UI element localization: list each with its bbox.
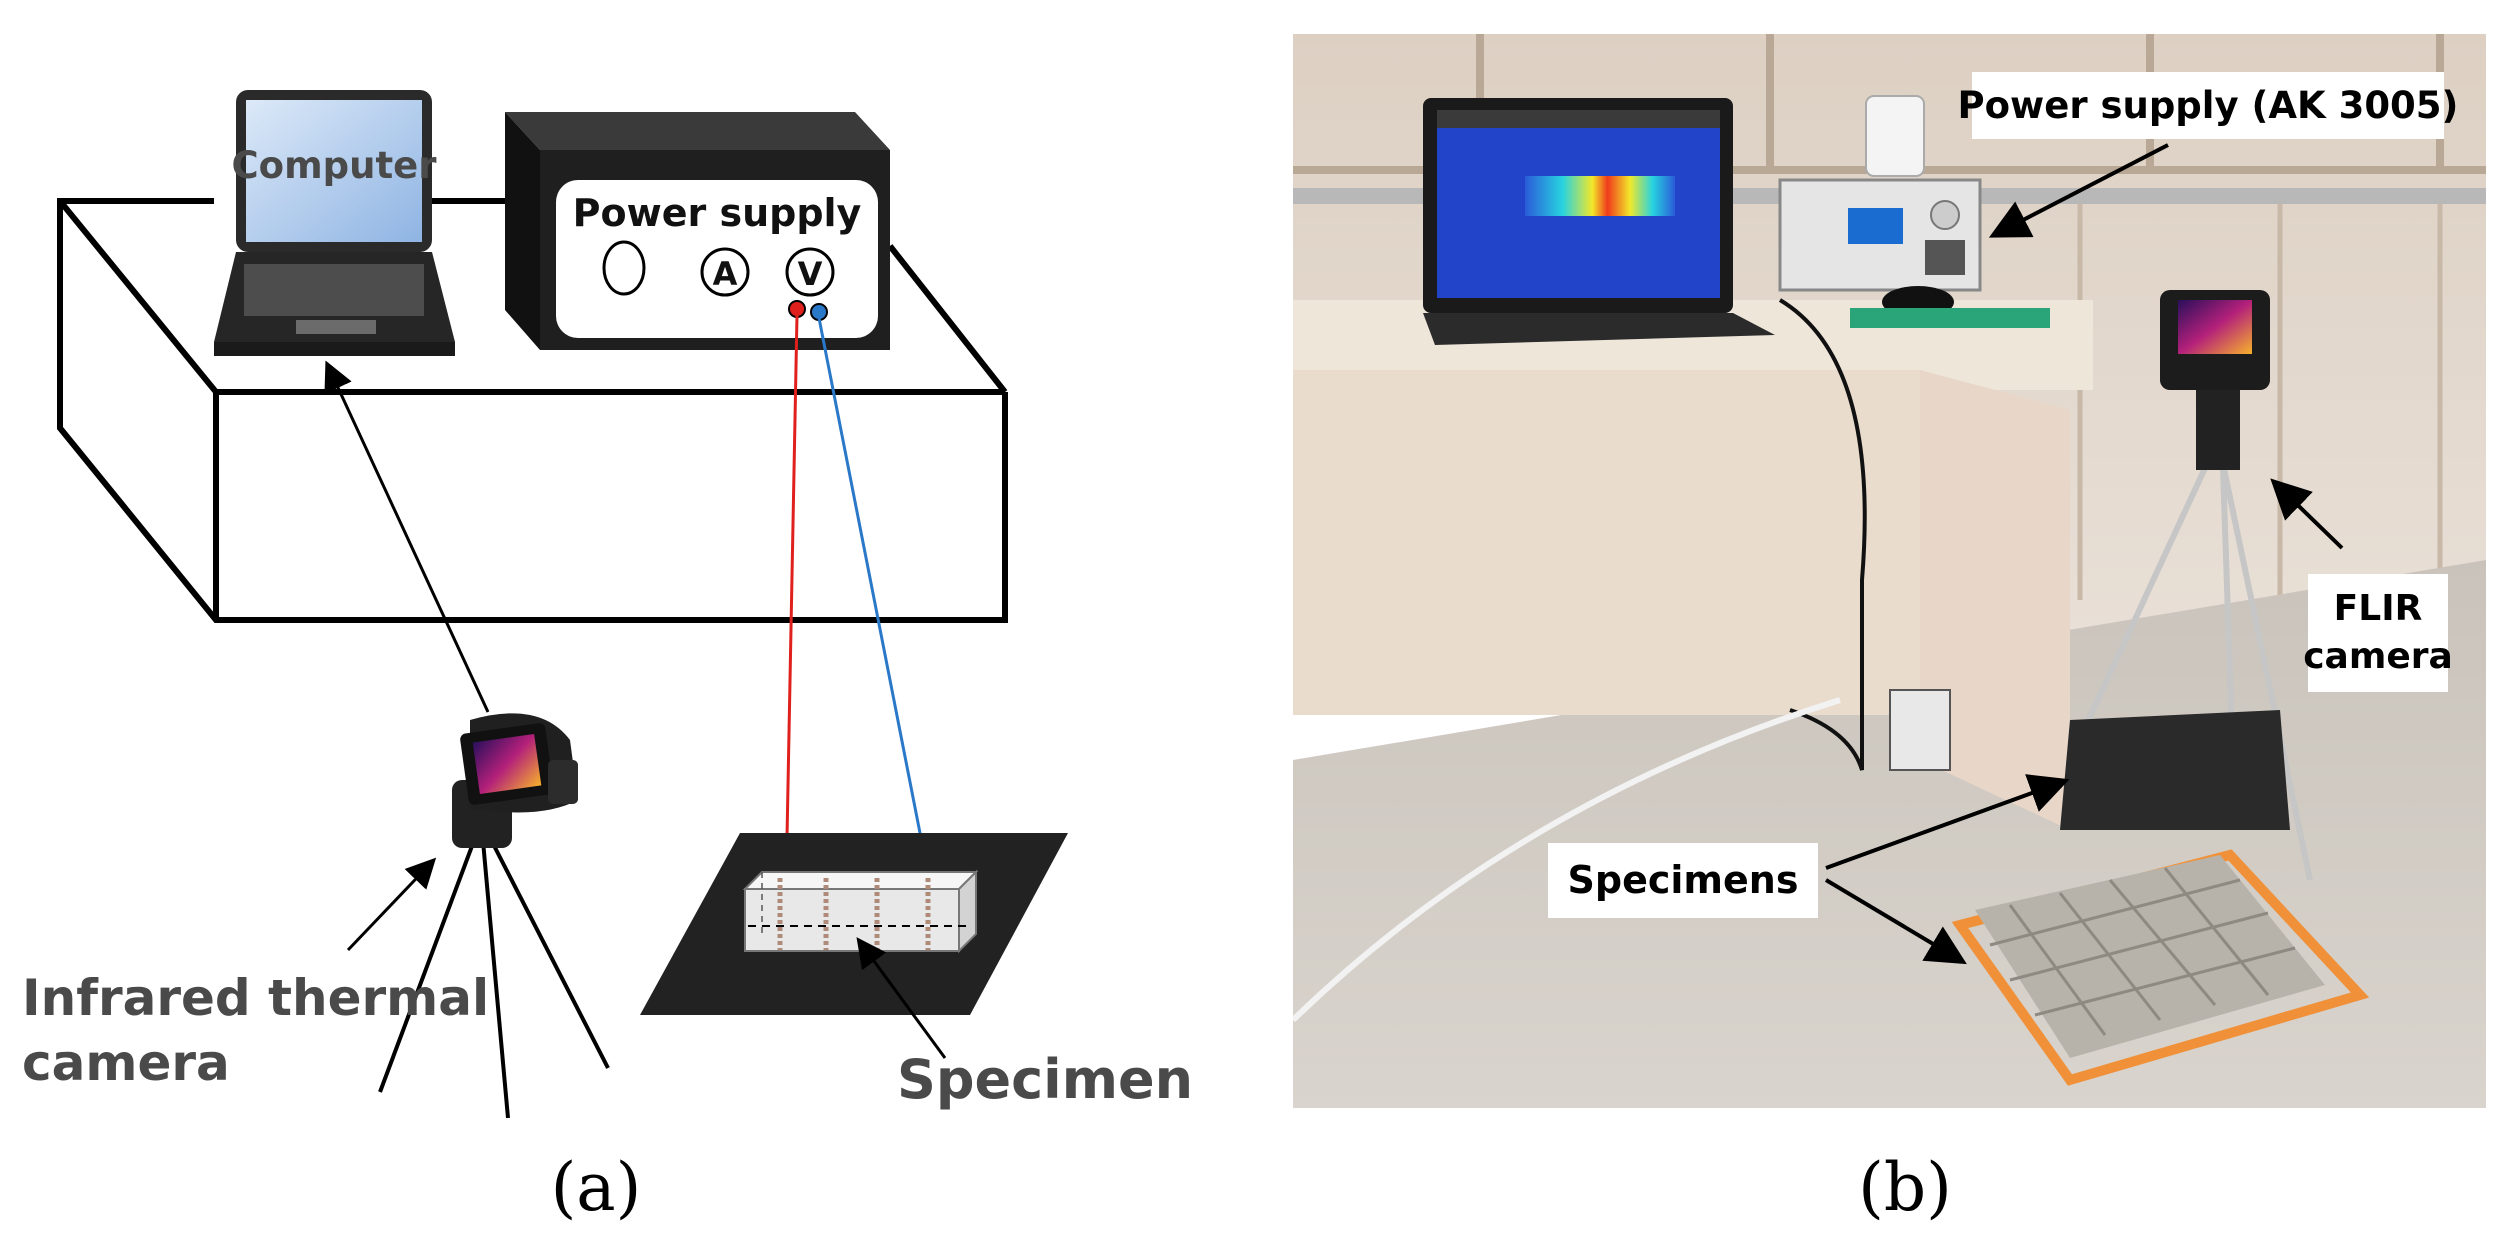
cable xyxy=(1778,298,1867,771)
red-terminal xyxy=(788,300,806,318)
cabinet-doors xyxy=(2077,204,2443,600)
flir-callout: FLIR camera xyxy=(2270,478,2453,692)
specimens-photo xyxy=(1951,849,2370,1086)
voltmeter-dial xyxy=(785,247,835,297)
camera-label-line1: Infrared thermal xyxy=(22,969,489,1027)
ammeter-label: A xyxy=(713,255,738,293)
power-supply-label: Power supply xyxy=(573,191,862,235)
voltmeter-label: V xyxy=(798,255,823,293)
blue-wire xyxy=(817,317,932,885)
red-wire xyxy=(784,314,799,891)
specimen-assembly xyxy=(640,833,1068,1015)
power-supply-callout: Power supply (AK 3005) xyxy=(1958,72,2459,238)
flir-label-line2: camera xyxy=(2303,636,2453,677)
panel-b-photo: Power supply (AK 3005) FLIR camera Speci… xyxy=(1293,34,2486,1226)
power-supply-photo-label: Power supply (AK 3005) xyxy=(1958,84,2459,127)
blue-terminal xyxy=(810,303,828,321)
camera-label-line2: camera xyxy=(22,1034,230,1092)
specimen-label: Specimen xyxy=(897,1048,1193,1111)
flir-label-line1: FLIR xyxy=(2334,588,2423,629)
computer-laptop: Computer xyxy=(214,90,455,356)
laptop-photo xyxy=(1423,98,1775,345)
specimens-callout: Specimens xyxy=(1548,774,2070,965)
panel-a-schematic: Computer Power supply A V xyxy=(22,90,1193,1226)
power-supply-unit xyxy=(1778,178,2050,328)
specimens-photo-label: Specimens xyxy=(1568,858,1799,902)
panel-a-caption: (a) xyxy=(551,1149,642,1226)
ammeter-dial xyxy=(700,247,750,297)
panel-b-caption: (b) xyxy=(1858,1149,1952,1226)
flir-camera-photo xyxy=(2060,290,2313,881)
power-knob xyxy=(602,240,646,296)
camera-to-computer-arrow xyxy=(324,360,490,713)
camera-label-arrow xyxy=(346,857,437,952)
power-supply-box: Power supply A V xyxy=(505,112,890,350)
infrared-camera xyxy=(378,713,610,1119)
specimen-label-arrow xyxy=(856,937,947,1059)
computer-label: Computer xyxy=(232,144,438,187)
thermometer xyxy=(1865,95,1925,177)
